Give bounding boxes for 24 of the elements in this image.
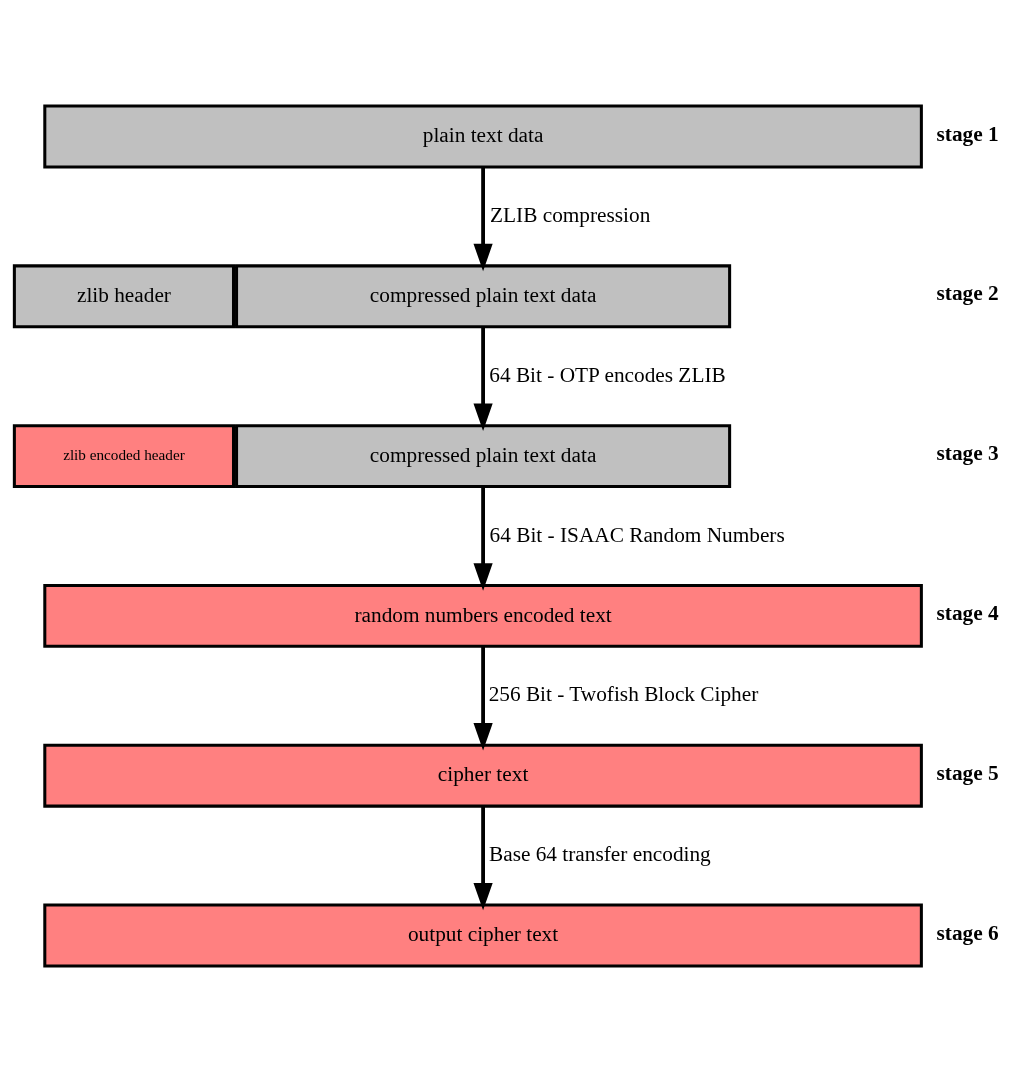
node-box: random numbers encoded text xyxy=(43,583,923,648)
arrow xyxy=(473,806,493,911)
edge-label: ZLIB compression xyxy=(490,203,651,228)
node-box: output cipher text xyxy=(43,903,923,968)
node-box: compressed plain text data xyxy=(235,424,732,489)
edge-label: Base 64 transfer encoding xyxy=(488,842,711,867)
node-box: plain text data xyxy=(43,104,923,169)
label: stage 6 xyxy=(936,920,999,945)
edge-label: 64 Bit - OTP encodes ZLIB xyxy=(489,362,726,387)
node-box: zlib encoded header xyxy=(12,424,236,489)
label: stage 5 xyxy=(936,760,999,785)
label: stage 2 xyxy=(936,281,999,306)
node-box: compressed plain text data xyxy=(235,264,732,329)
edge-label: 256 Bit - Twofish Block Cipher xyxy=(488,682,759,707)
arrow xyxy=(473,167,493,272)
node-box: cipher text xyxy=(43,743,923,808)
node-box: zlib header xyxy=(12,264,236,329)
arrow xyxy=(473,327,493,431)
arrow xyxy=(473,646,493,751)
label: stage 3 xyxy=(936,441,999,466)
edge-label: 64 Bit - ISAAC Random Numbers xyxy=(489,522,785,547)
arrow xyxy=(473,487,493,591)
label: stage 1 xyxy=(936,121,999,146)
label: stage 4 xyxy=(936,601,999,625)
